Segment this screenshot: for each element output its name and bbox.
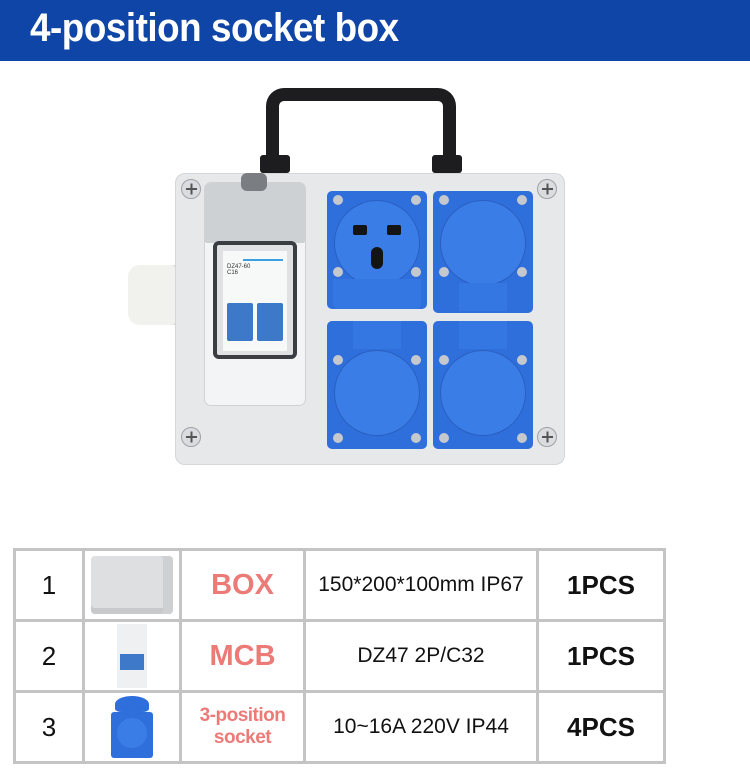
socket-flap [333, 279, 421, 309]
mcb-model-label: DZ47-60 [227, 264, 251, 270]
socket-closed [433, 321, 533, 449]
row-index: 1 [13, 548, 85, 622]
handle-foot-right [432, 155, 462, 173]
row-spec: 150*200*100mm IP67 [303, 548, 539, 622]
components-table: 1 BOX 150*200*100mm IP67 1PCS 2 MCB DZ47… [13, 548, 666, 764]
row-qty: 1PCS [536, 548, 666, 622]
page-title: 4-position socket box [30, 6, 399, 50]
socket-hinge [459, 321, 507, 349]
row-spec: DZ47 2P/C32 [303, 619, 539, 693]
table-row: 3 3-position socket 10~16A 220V IP44 4PC… [13, 690, 666, 764]
row-thumbnail [82, 690, 182, 764]
screw-icon [181, 179, 201, 199]
row-spec: 10~16A 220V IP44 [303, 690, 539, 764]
lid-knob [241, 173, 267, 191]
universal-socket-open [327, 191, 427, 309]
transparent-lid [205, 173, 305, 243]
socket-thumbnail [109, 696, 155, 758]
mcb-thumbnail [117, 624, 147, 688]
handle-foot-left [260, 155, 290, 173]
row-thumbnail [82, 548, 182, 622]
socket-closed [433, 191, 533, 313]
screw-icon [181, 427, 201, 447]
socket-hinge [353, 321, 401, 349]
socket-face [335, 201, 419, 285]
socket-cover [441, 201, 525, 285]
mcb-rating-label: C16 [227, 270, 239, 276]
socket-cover [441, 351, 525, 435]
screw-icon [537, 179, 557, 199]
socket-closed [327, 321, 427, 449]
socket-cover [335, 351, 419, 435]
row-name: 3-position socket [179, 690, 306, 764]
row-name: MCB [179, 619, 306, 693]
screw-icon [537, 427, 557, 447]
row-qty: 1PCS [536, 619, 666, 693]
breaker-toggle [227, 303, 253, 341]
cable-gland [128, 265, 178, 325]
breaker-toggle [257, 303, 283, 341]
table-row: 2 MCB DZ47 2P/C32 1PCS [13, 619, 666, 693]
carry-handle [266, 88, 456, 174]
title-banner: 4-position socket box [0, 0, 750, 61]
row-index: 3 [13, 690, 85, 764]
row-name: BOX [179, 548, 306, 622]
row-thumbnail [82, 619, 182, 693]
socket-hinge [459, 283, 507, 311]
table-row: 1 BOX 150*200*100mm IP67 1PCS [13, 548, 666, 622]
row-index: 2 [13, 619, 85, 693]
row-qty: 4PCS [536, 690, 666, 764]
enclosure-box-thumbnail [91, 556, 173, 614]
